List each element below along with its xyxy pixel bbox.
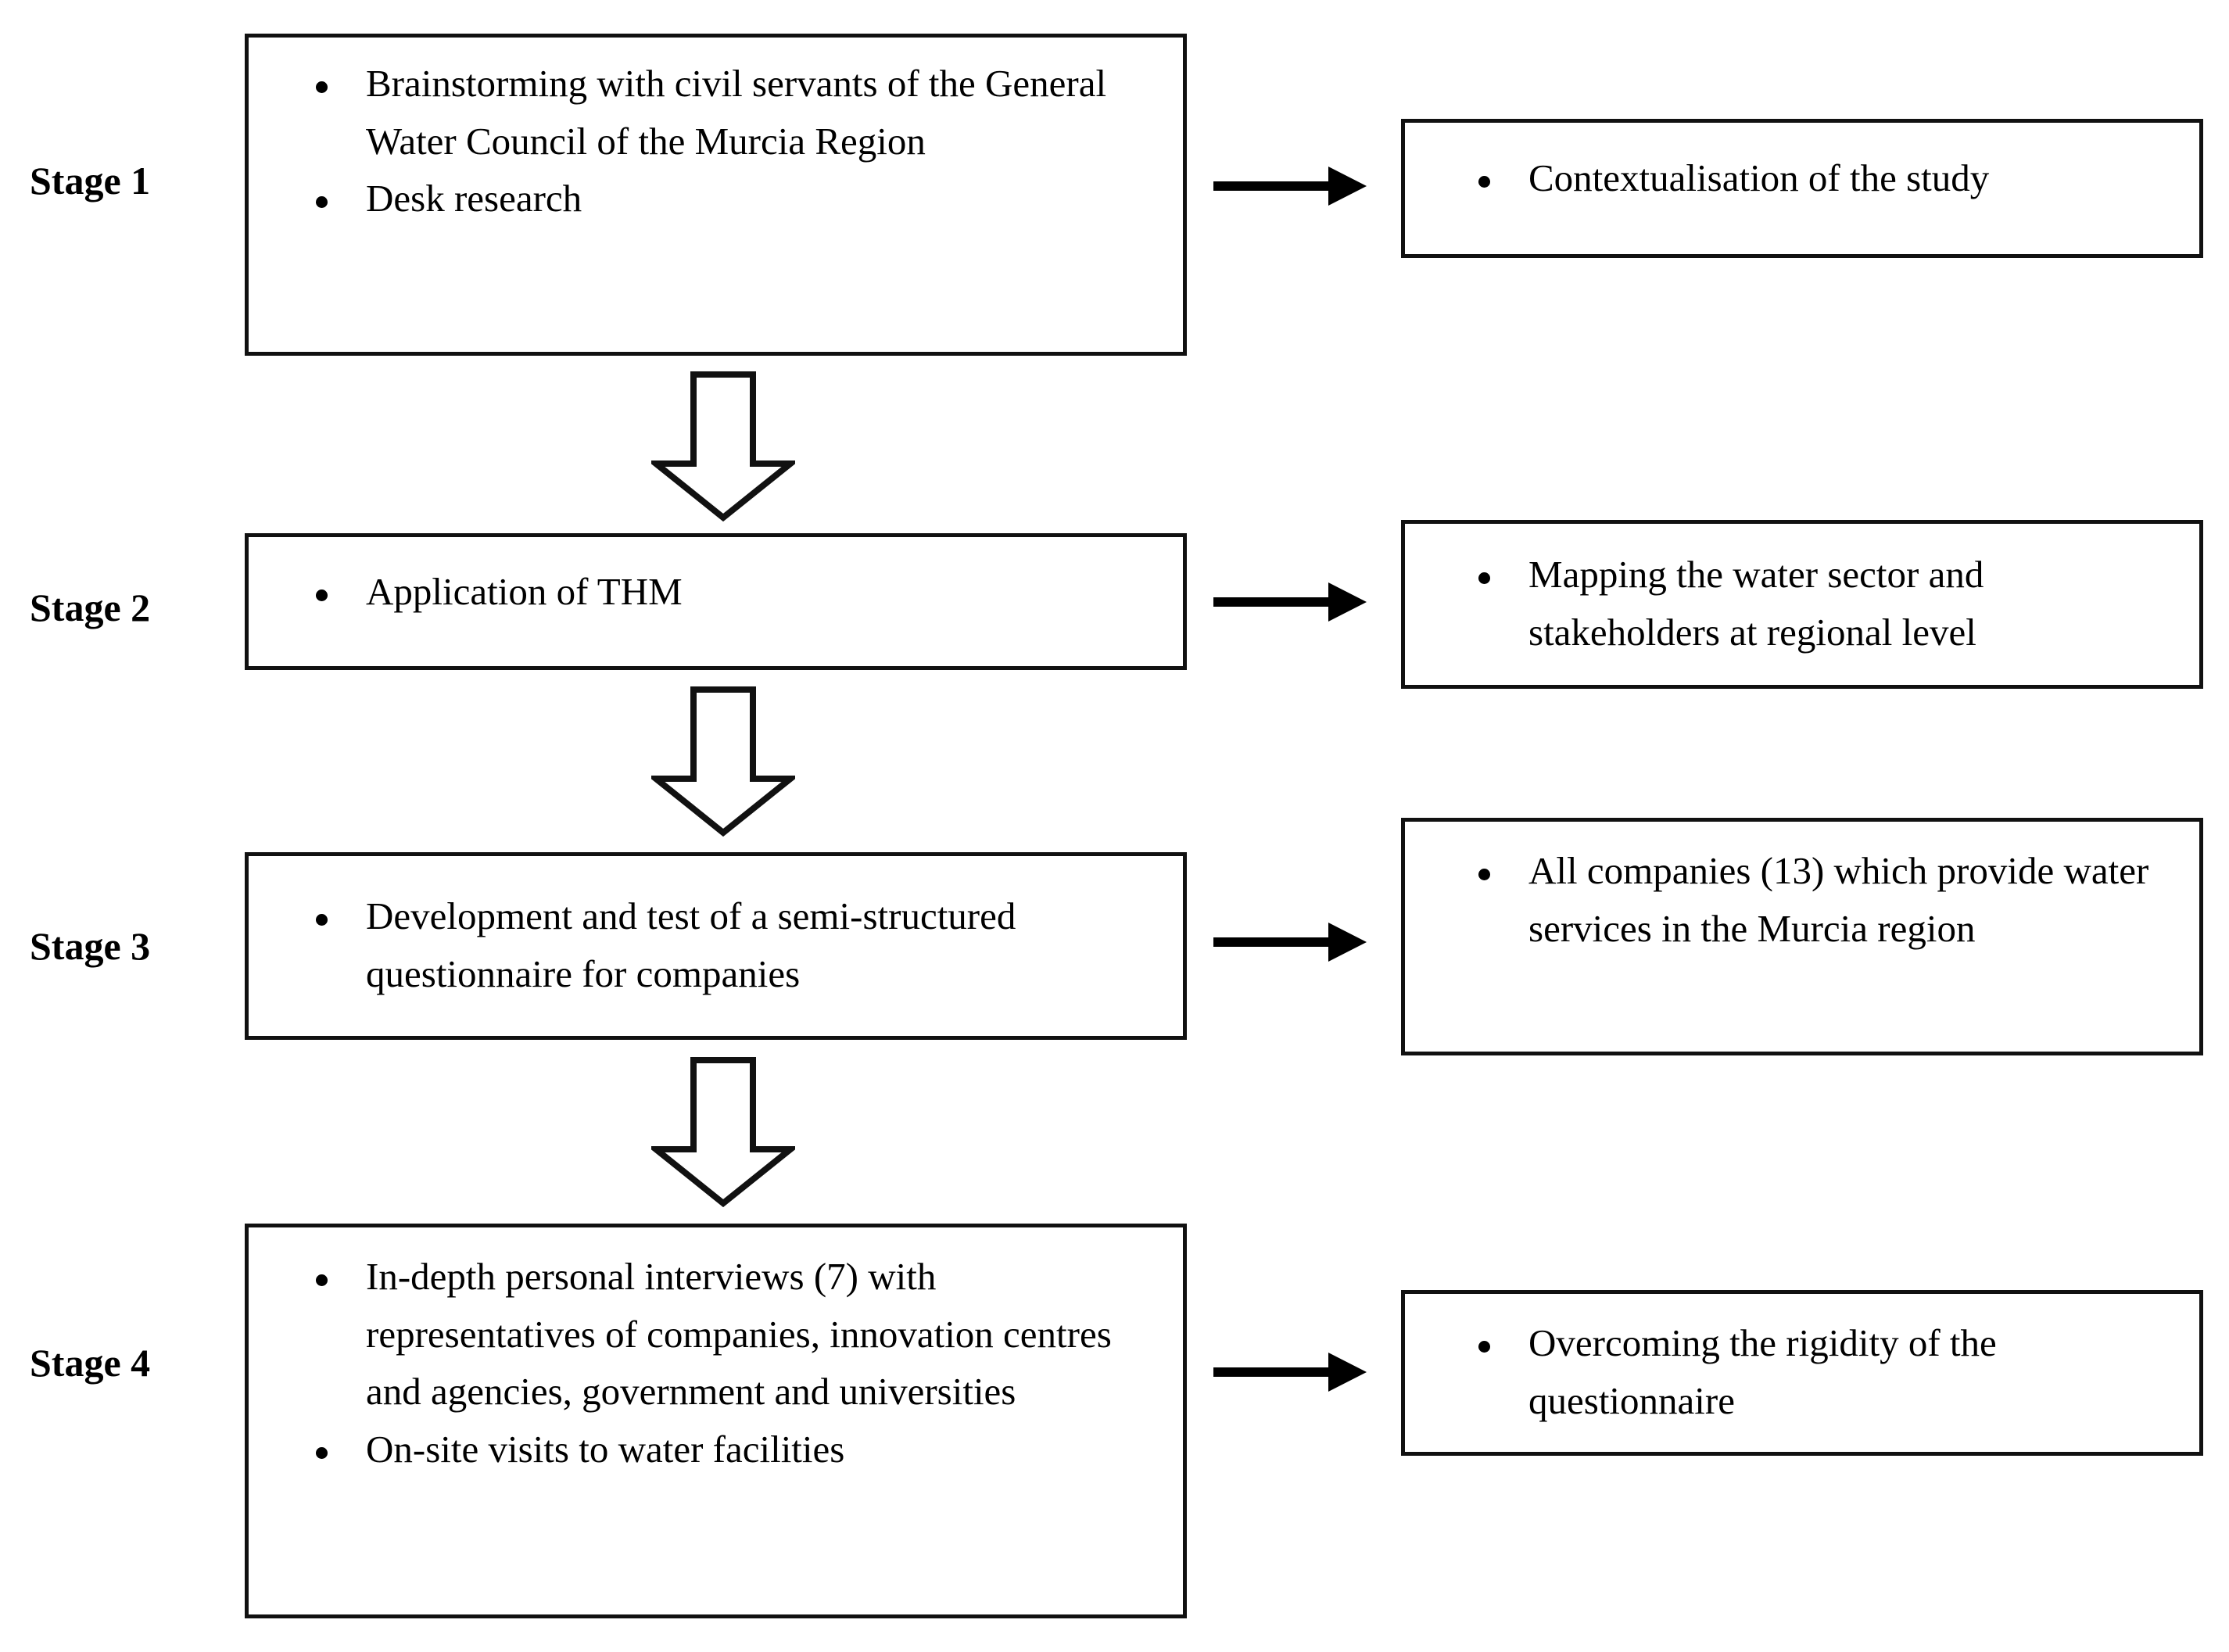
list-item: In-depth personal interviews (7) with re… — [316, 1248, 1159, 1421]
list-item: Desk research — [316, 170, 1159, 228]
list-item: Contextualisation of the study — [1478, 149, 2171, 207]
bullet-icon — [1478, 869, 1490, 880]
list-item: Overcoming the rigidity of the questionn… — [1478, 1314, 2171, 1429]
stage-1-outcome-list: Contextualisation of the study — [1405, 149, 2199, 207]
stage-4-outcome-list: Overcoming the rigidity of the questionn… — [1405, 1314, 2199, 1429]
right-arrow-icon-2 — [1213, 576, 1370, 628]
stage-label-4: Stage 4 — [30, 1341, 151, 1385]
list-item-text: All companies (13) which provide water s… — [1528, 849, 2149, 950]
stage-1-activity-list: Brainstorming with civil servants of the… — [249, 55, 1183, 228]
list-item-text: In-depth personal interviews (7) with re… — [366, 1255, 1112, 1413]
bullet-icon — [1478, 572, 1490, 584]
stage-2-outcome-list: Mapping the water sector and stakeholder… — [1405, 546, 2199, 661]
list-item-text: Development and test of a semi-structure… — [366, 894, 1016, 995]
down-block-arrow-icon-2 — [647, 686, 800, 837]
bullet-icon — [316, 589, 328, 601]
stage-2-outcome-box: Mapping the water sector and stakeholder… — [1401, 520, 2203, 689]
stage-4-activities-box: In-depth personal interviews (7) with re… — [245, 1224, 1187, 1618]
stage-3-activities-box: Development and test of a semi-structure… — [245, 852, 1187, 1040]
bullet-icon — [316, 914, 328, 926]
down-block-arrow-icon-3 — [647, 1057, 800, 1208]
right-arrow-icon-4 — [1213, 1346, 1370, 1398]
stage-label-2: Stage 2 — [30, 586, 151, 629]
stage-label-3: Stage 3 — [30, 924, 151, 968]
stage-3-activity-list: Development and test of a semi-structure… — [249, 887, 1183, 1002]
bullet-icon — [1478, 1341, 1490, 1353]
list-item: Brainstorming with civil servants of the… — [316, 55, 1159, 170]
bullet-icon — [316, 1446, 328, 1459]
stage-1-activities-box: Brainstorming with civil servants of the… — [245, 34, 1187, 356]
list-item-text: Contextualisation of the study — [1528, 156, 1990, 199]
stage-2-activity-list: Application of THM — [249, 563, 1183, 621]
list-item: All companies (13) which provide water s… — [1478, 842, 2171, 957]
list-item-text: Application of THM — [366, 570, 683, 613]
stage-1-outcome-box: Contextualisation of the study — [1401, 119, 2203, 258]
stage-3-outcome-box: All companies (13) which provide water s… — [1401, 818, 2203, 1055]
stage-2-activities-box: Application of THM — [245, 533, 1187, 670]
down-block-arrow-icon-1 — [647, 371, 800, 522]
bullet-icon — [1478, 176, 1490, 188]
list-item-text: Brainstorming with civil servants of the… — [366, 62, 1107, 163]
bullet-icon — [316, 196, 328, 208]
list-item: Application of THM — [316, 563, 1159, 621]
list-item-text: Mapping the water sector and stakeholder… — [1528, 553, 1984, 654]
list-item-text: On-site visits to water facilities — [366, 1427, 845, 1471]
list-item: On-site visits to water facilities — [316, 1421, 1159, 1478]
stage-label-1: Stage 1 — [30, 159, 151, 202]
right-arrow-icon-1 — [1213, 160, 1370, 212]
stage-4-activity-list: In-depth personal interviews (7) with re… — [249, 1248, 1183, 1478]
list-item-text: Desk research — [366, 177, 582, 220]
bullet-icon — [316, 1274, 328, 1286]
list-item: Mapping the water sector and stakeholder… — [1478, 546, 2171, 661]
stage-4-outcome-box: Overcoming the rigidity of the questionn… — [1401, 1290, 2203, 1456]
bullet-icon — [316, 81, 328, 93]
right-arrow-icon-3 — [1213, 916, 1370, 968]
list-item: Development and test of a semi-structure… — [316, 887, 1159, 1002]
stage-3-outcome-list: All companies (13) which provide water s… — [1405, 842, 2199, 957]
list-item-text: Overcoming the rigidity of the questionn… — [1528, 1321, 1997, 1422]
